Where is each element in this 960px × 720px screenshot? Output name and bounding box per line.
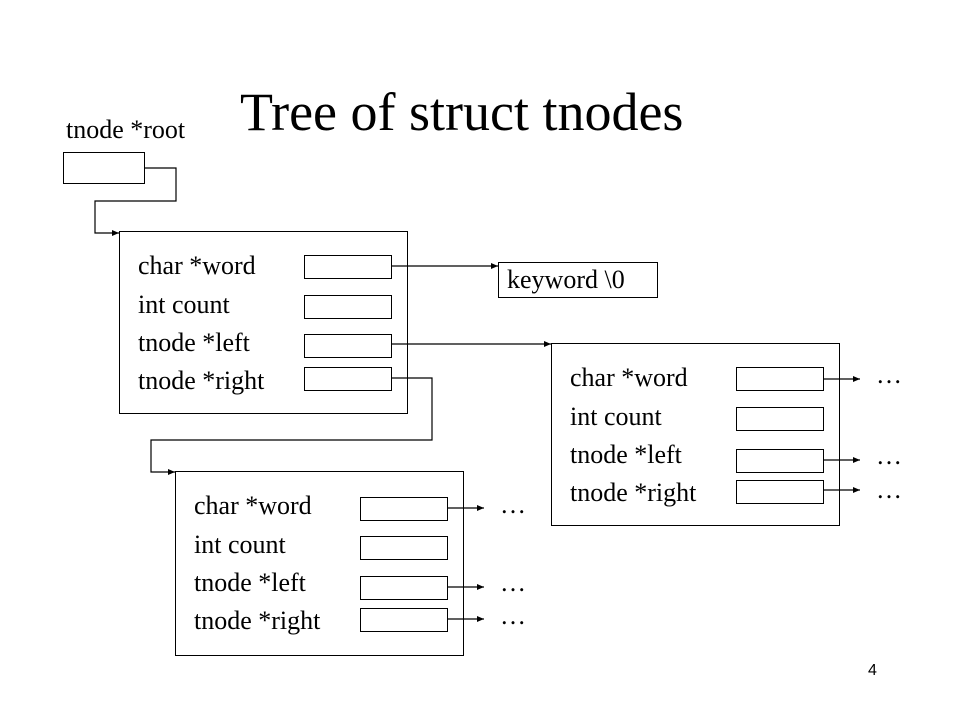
left-child-word-ellipsis: … [500,490,526,519]
left-pointer-slot [736,449,824,473]
tree-node-root: char *word int count tnode *left tnode *… [119,231,408,414]
field-right: tnode *right [138,366,265,395]
right-child-left-ellipsis: … [876,441,902,470]
right-pointer-slot [360,608,448,632]
field-left: tnode *left [570,440,682,469]
right-pointer-slot [304,367,392,391]
field-word: char *word [570,363,688,392]
right-pointer-slot [736,480,824,504]
field-left: tnode *left [138,328,250,357]
count-value-slot [304,295,392,319]
root-to-node-arrow [94,167,177,236]
keyword-string-box: keyword \0 [498,262,658,298]
right-child-right-ellipsis: … [876,475,902,504]
field-word: char *word [138,251,256,280]
field-count: int count [138,290,230,319]
tree-node-left-child: char *word int count tnode *left tnode *… [175,471,464,656]
word-pointer-slot [360,497,448,521]
word-pointer-slot [304,255,392,279]
left-child-left-ellipsis: … [500,568,526,597]
root-pointer-label: tnode *root [66,115,186,144]
page-number: 4 [868,662,877,679]
field-right: tnode *right [194,606,321,635]
left-child-right-ellipsis: … [500,601,526,630]
field-word: char *word [194,491,312,520]
word-pointer-slot [736,367,824,391]
field-count: int count [194,530,286,559]
left-pointer-slot [360,576,448,600]
right-child-word-ellipsis: … [876,360,902,389]
right-to-left-child-arrow [150,377,433,475]
left-pointer-slot [304,334,392,358]
root-pointer-slot [63,152,145,184]
field-right: tnode *right [570,478,697,507]
count-value-slot [360,536,448,560]
slide-title: Tree of struct tnodes [240,82,684,142]
field-count: int count [570,402,662,431]
count-value-slot [736,407,824,431]
tree-node-right-child: char *word int count tnode *left tnode *… [551,343,840,526]
field-left: tnode *left [194,568,306,597]
